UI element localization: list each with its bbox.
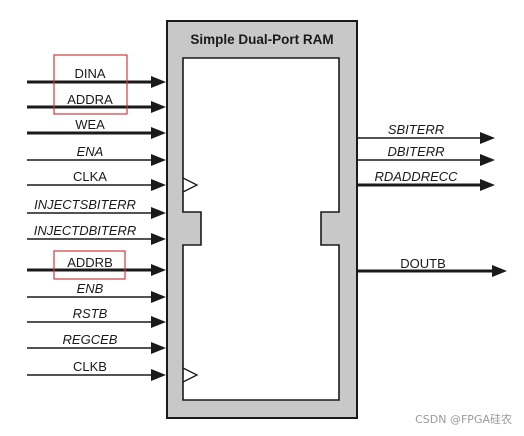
pin-doutb-label: DOUTB xyxy=(400,256,446,271)
highlight-box-dina-addra xyxy=(53,54,128,115)
pin-addra-arrowhead xyxy=(151,101,166,113)
pin-dina-label: DINA xyxy=(74,66,105,81)
pin-dbiterr-label: DBITERR xyxy=(387,144,444,159)
pin-addrb-label: ADDRB xyxy=(67,255,113,270)
pin-wea-label: WEA xyxy=(75,117,105,132)
pin-clka: CLKA xyxy=(27,169,166,191)
pin-rstb-arrowhead xyxy=(151,316,166,328)
pin-rstb-label: RSTB xyxy=(73,306,108,321)
pin-addrb-arrowhead xyxy=(151,264,166,276)
pin-addra: ADDRA xyxy=(27,92,166,113)
pin-enb-arrowhead xyxy=(151,291,166,303)
pin-rdaddrecc-arrowhead xyxy=(480,179,495,191)
pin-ena-arrowhead xyxy=(151,154,166,166)
pin-sbiterr-arrowhead xyxy=(480,132,495,144)
pin-wea-arrowhead xyxy=(151,127,166,139)
pin-addrb: ADDRB xyxy=(27,255,166,276)
pin-injectdbiterr-arrowhead xyxy=(151,233,166,245)
pin-ena: ENA xyxy=(27,144,166,166)
pin-injectdbiterr-label: INJECTDBITERR xyxy=(34,223,137,238)
pin-rdaddrecc: RDADDRECC xyxy=(357,169,495,191)
pin-regceb-label: REGCEB xyxy=(63,332,118,347)
pin-clkb-label: CLKB xyxy=(73,359,107,374)
pin-doutb-arrowhead xyxy=(492,265,507,277)
pin-addra-label: ADDRA xyxy=(67,92,113,107)
ram-inner-box xyxy=(182,57,340,401)
pin-regceb: REGCEB xyxy=(27,332,166,354)
ram-title: Simple Dual-Port RAM xyxy=(190,32,333,47)
highlight-boxes xyxy=(53,54,128,280)
pin-injectsbiterr-arrowhead xyxy=(151,207,166,219)
pin-injectsbiterr-label: INJECTSBITERR xyxy=(34,197,136,212)
pin-dina: DINA xyxy=(27,66,166,88)
clka-clock-triangle xyxy=(182,177,199,193)
highlight-box-addrb xyxy=(53,250,126,280)
input-pins: DINA ADDRA WEA ENA CLKA INJECTSBITERR xyxy=(27,66,166,381)
pin-injectsbiterr: INJECTSBITERR xyxy=(27,197,166,219)
pin-clka-label: CLKA xyxy=(73,169,107,184)
pin-dbiterr-arrowhead xyxy=(480,154,495,166)
output-pins: SBITERR DBITERR RDADDRECC DOUTB xyxy=(357,122,507,277)
pin-dina-arrowhead xyxy=(151,76,166,88)
pin-clkb-arrowhead xyxy=(151,369,166,381)
pin-enb: ENB xyxy=(27,281,166,303)
pin-dbiterr: DBITERR xyxy=(357,144,495,166)
pin-clkb: CLKB xyxy=(27,359,166,381)
ram-block: Simple Dual-Port RAM xyxy=(166,20,358,419)
pin-ena-label: ENA xyxy=(77,144,104,159)
pin-wea: WEA xyxy=(27,117,166,139)
pin-injectdbiterr: INJECTDBITERR xyxy=(27,223,166,245)
pin-sbiterr: SBITERR xyxy=(357,122,495,144)
clkb-clock-triangle xyxy=(182,367,199,383)
pin-rdaddrecc-label: RDADDRECC xyxy=(374,169,458,184)
pin-doutb: DOUTB xyxy=(357,256,507,277)
pin-regceb-arrowhead xyxy=(151,342,166,354)
watermark-text: CSDN @FPGA硅农 xyxy=(415,412,512,426)
pin-rstb: RSTB xyxy=(27,306,166,328)
pin-sbiterr-label: SBITERR xyxy=(388,122,444,137)
pin-clka-arrowhead xyxy=(151,179,166,191)
pin-enb-label: ENB xyxy=(77,281,104,296)
